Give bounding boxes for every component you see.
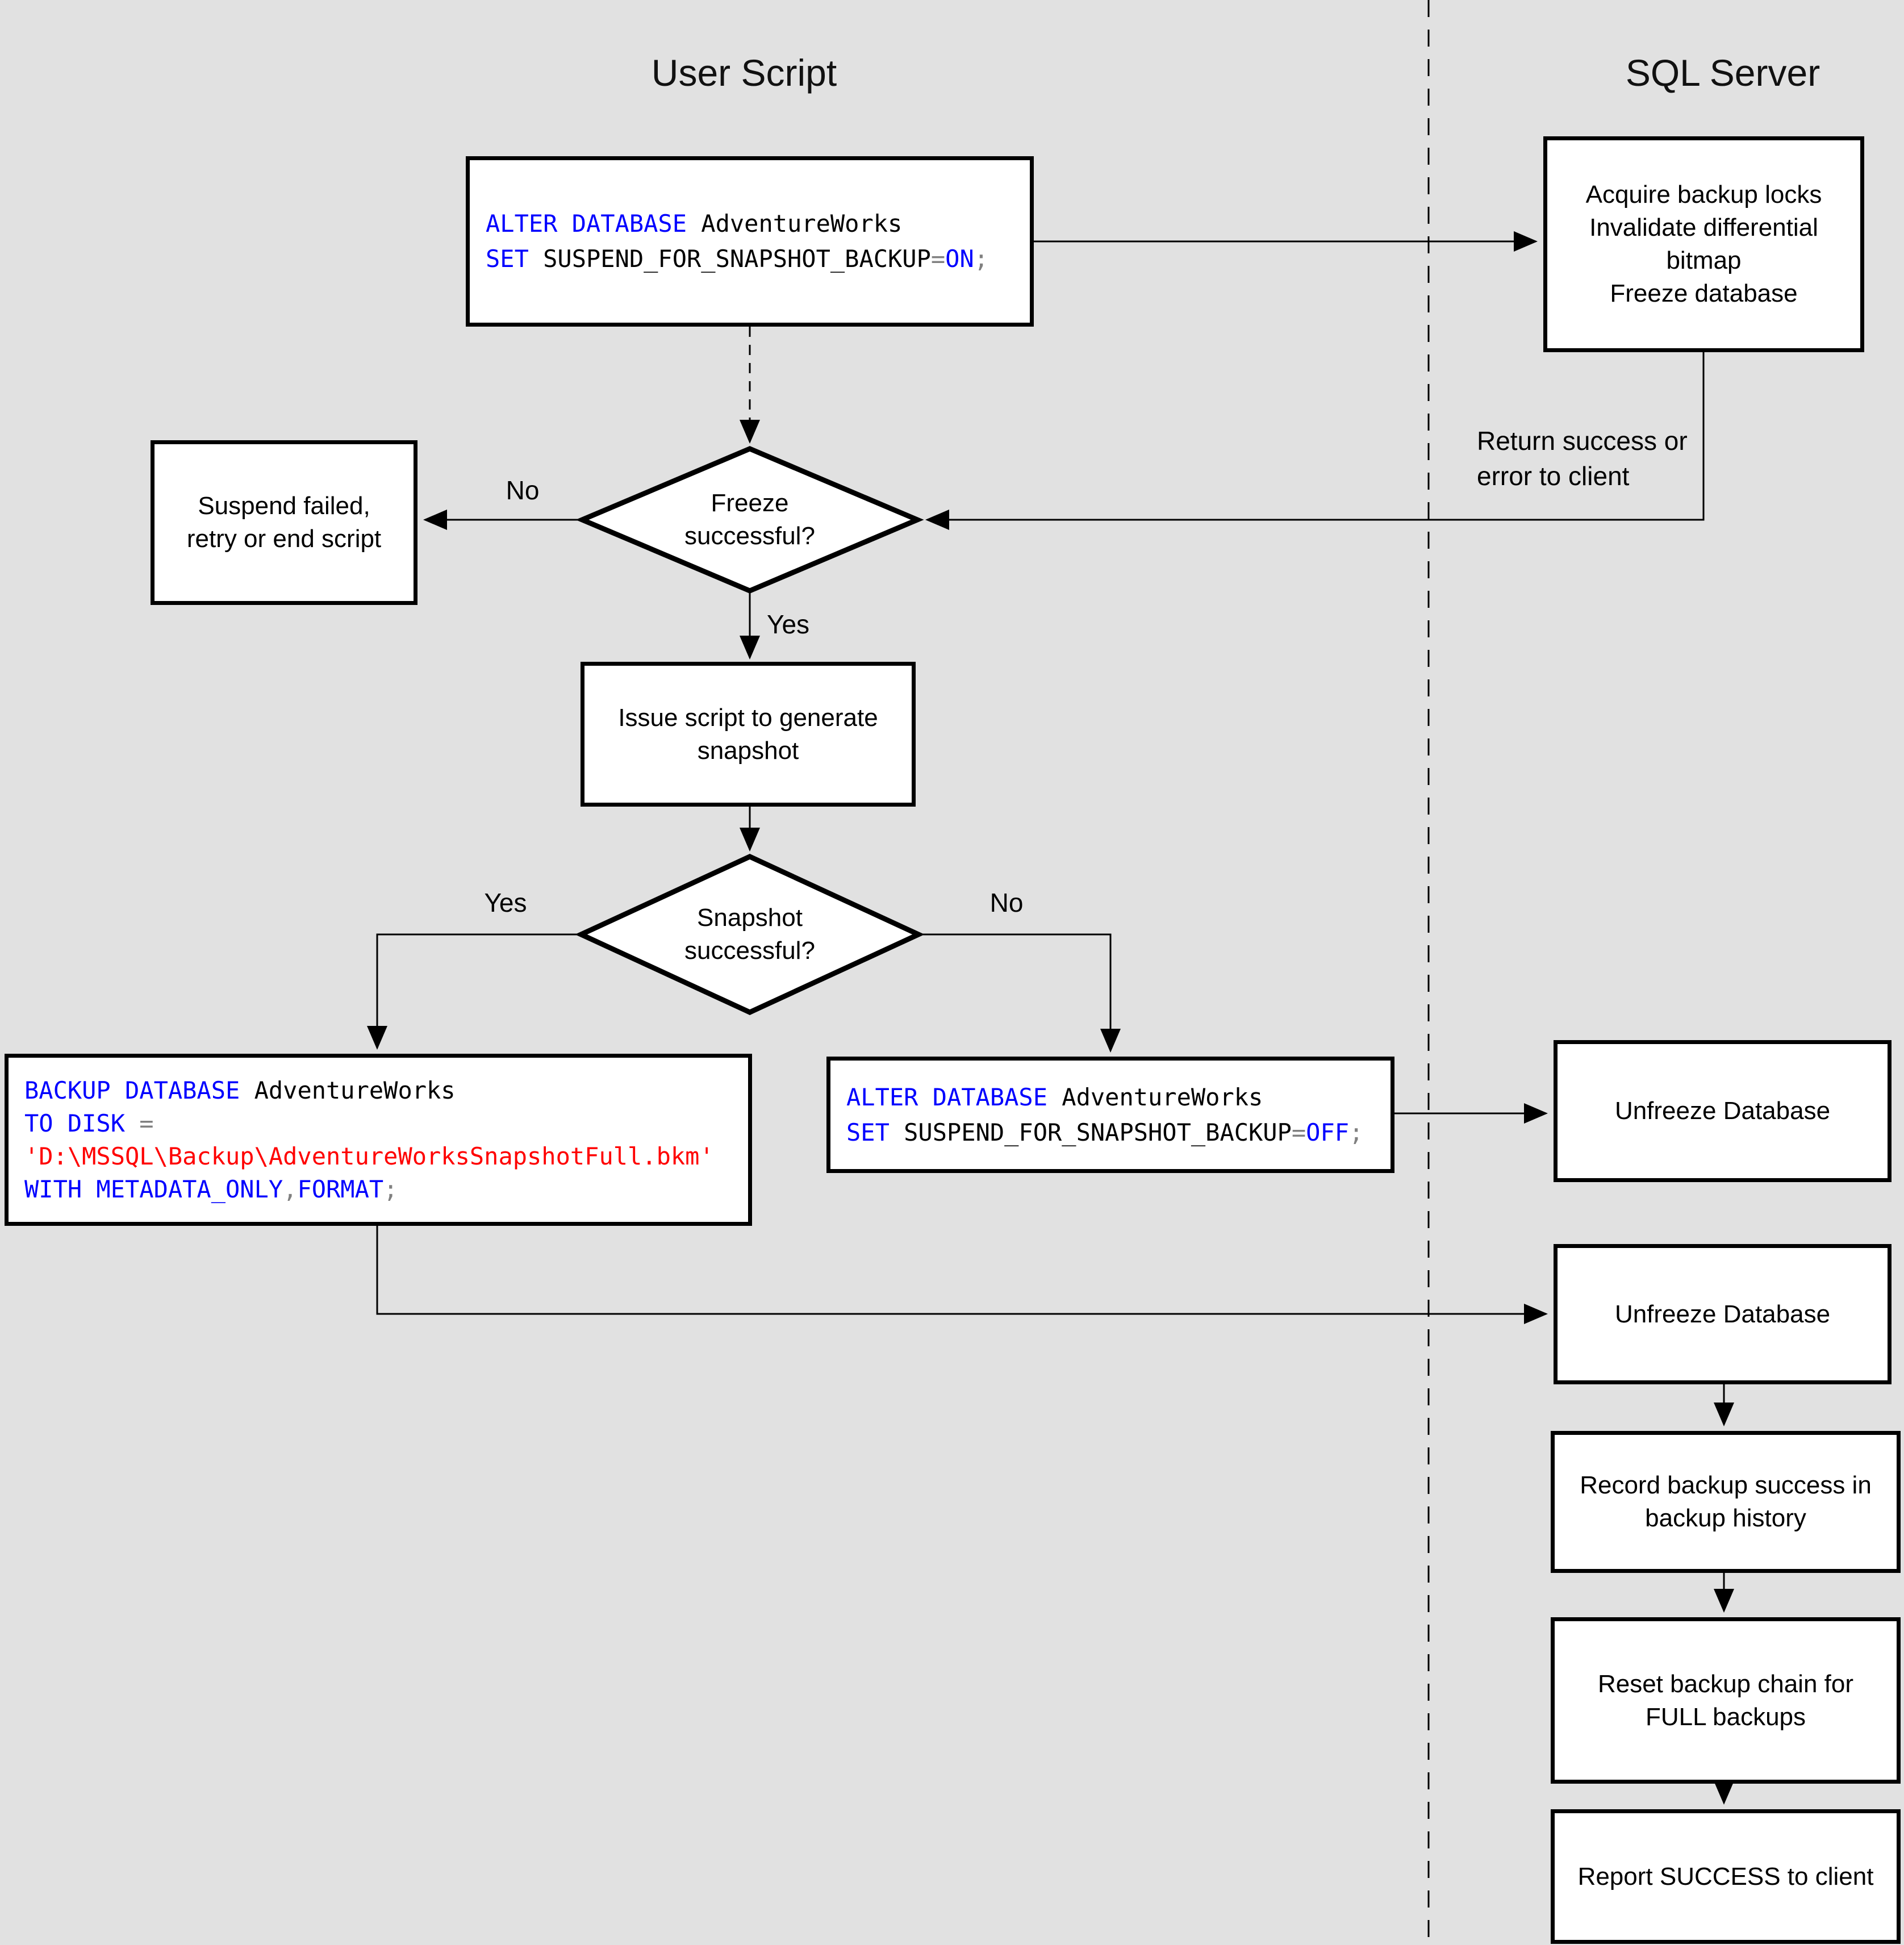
sql-operator: = <box>930 245 946 273</box>
flow-snapshot-no-to-alter-off <box>918 933 1121 1053</box>
sql-operator: ; <box>1349 1118 1364 1146</box>
sql-keyword: OFF <box>1306 1118 1350 1146</box>
unfreeze-database-box-1: Unfreeze Database <box>1554 1040 1892 1182</box>
sql-keyword: BACKUP DATABASE <box>24 1076 240 1104</box>
decision-line: successful? <box>684 937 815 965</box>
label-snapshot-yes: Yes <box>484 888 527 917</box>
flow-acquire-to-freeze-decision <box>925 352 1705 530</box>
report-success-box: Report SUCCESS to client <box>1551 1809 1901 1944</box>
issue-script-box: Issue script to generate snapshot <box>581 662 916 807</box>
box-text-line: retry or end script <box>186 525 382 553</box>
box-text-line: Invalidate differential bitmap <box>1589 214 1818 274</box>
sql-keyword: ALTER DATABASE <box>846 1083 1048 1111</box>
box-text-line: Acquire backup locks <box>1585 181 1822 208</box>
sql-keyword: WITH METADATA_ONLY <box>24 1175 283 1203</box>
sql-operator: , <box>283 1175 298 1203</box>
unfreeze-database-box-2: Unfreeze Database <box>1554 1244 1892 1384</box>
sql-operator: = <box>125 1109 154 1137</box>
sql-keyword: FORMAT <box>297 1175 384 1203</box>
sql-keyword: TO DISK <box>24 1109 126 1137</box>
code-line: 'D:\MSSQL\Backup\AdventureWorksSnapshotF… <box>24 1140 714 1173</box>
record-history-box: Record backup success in backup history <box>1551 1431 1901 1573</box>
reset-chain-box: Reset backup chain for FULL backups <box>1551 1617 1901 1784</box>
backup-code-box: BACKUP DATABASE AdventureWorks TO DISK =… <box>5 1054 752 1226</box>
snapshot-decision-text: Snapshot successful? <box>581 857 918 1012</box>
lane-title-user-script: User Script <box>651 52 837 94</box>
label-return-status: Return success or error to client <box>1477 423 1715 494</box>
code-line: BACKUP DATABASE AdventureWorks <box>24 1074 456 1107</box>
flow-backup-to-unfreeze-2 <box>376 1226 1548 1324</box>
box-text-line: Freeze database <box>1610 279 1798 307</box>
sql-keyword: ALTER DATABASE <box>486 210 687 237</box>
sql-identifier: AdventureWorks <box>1047 1083 1263 1111</box>
sql-identifier: SUSPEND_FOR_SNAPSHOT_BACKUP <box>528 245 931 273</box>
sql-operator: = <box>1291 1118 1306 1146</box>
box-text-line: Suspend failed, <box>198 492 370 520</box>
decision-line: successful? <box>684 522 815 550</box>
sql-operator: ; <box>383 1175 398 1203</box>
alter-off-code-box: ALTER DATABASE AdventureWorks SET SUSPEN… <box>826 1057 1394 1173</box>
label-freeze-no: No <box>506 475 540 505</box>
sql-keyword: SET <box>846 1118 890 1146</box>
sql-keyword: ON <box>945 245 974 273</box>
suspend-failed-box: Suspend failed, retry or end script <box>151 440 417 605</box>
lane-title-sql-server: SQL Server <box>1625 52 1821 94</box>
freeze-decision-diamond <box>575 446 924 594</box>
flow-snapshot-yes-to-backup <box>367 933 581 1050</box>
code-line: SET SUSPEND_FOR_SNAPSHOT_BACKUP=ON; <box>486 241 988 277</box>
sql-identifier: AdventureWorks <box>240 1076 456 1104</box>
code-line: TO DISK = <box>24 1107 154 1140</box>
sql-identifier: SUSPEND_FOR_SNAPSHOT_BACKUP <box>889 1118 1292 1146</box>
code-line: WITH METADATA_ONLY,FORMAT; <box>24 1173 398 1206</box>
code-line: SET SUSPEND_FOR_SNAPSHOT_BACKUP=OFF; <box>846 1115 1363 1150</box>
freeze-decision-text: Freeze successful? <box>582 449 917 591</box>
label-line: error to client <box>1477 461 1630 491</box>
sql-operator: ; <box>974 245 989 273</box>
label-snapshot-no: No <box>989 888 1024 917</box>
sql-string: 'D:\MSSQL\Backup\AdventureWorksSnapshotF… <box>24 1142 714 1170</box>
sql-identifier: AdventureWorks <box>687 210 903 237</box>
alter-on-code-box: ALTER DATABASE AdventureWorks SET SUSPEN… <box>466 156 1034 327</box>
label-freeze-yes: Yes <box>767 610 810 639</box>
code-line: ALTER DATABASE AdventureWorks <box>846 1080 1263 1115</box>
decision-line: Freeze <box>711 489 789 517</box>
decision-line: Snapshot <box>697 904 803 932</box>
snapshot-decision-diamond <box>575 854 925 1015</box>
code-line: ALTER DATABASE AdventureWorks <box>486 206 902 241</box>
label-line: Return success or <box>1477 426 1688 456</box>
acquire-locks-box: Acquire backup locks Invalidate differen… <box>1543 136 1864 352</box>
sql-keyword: SET <box>486 245 529 273</box>
